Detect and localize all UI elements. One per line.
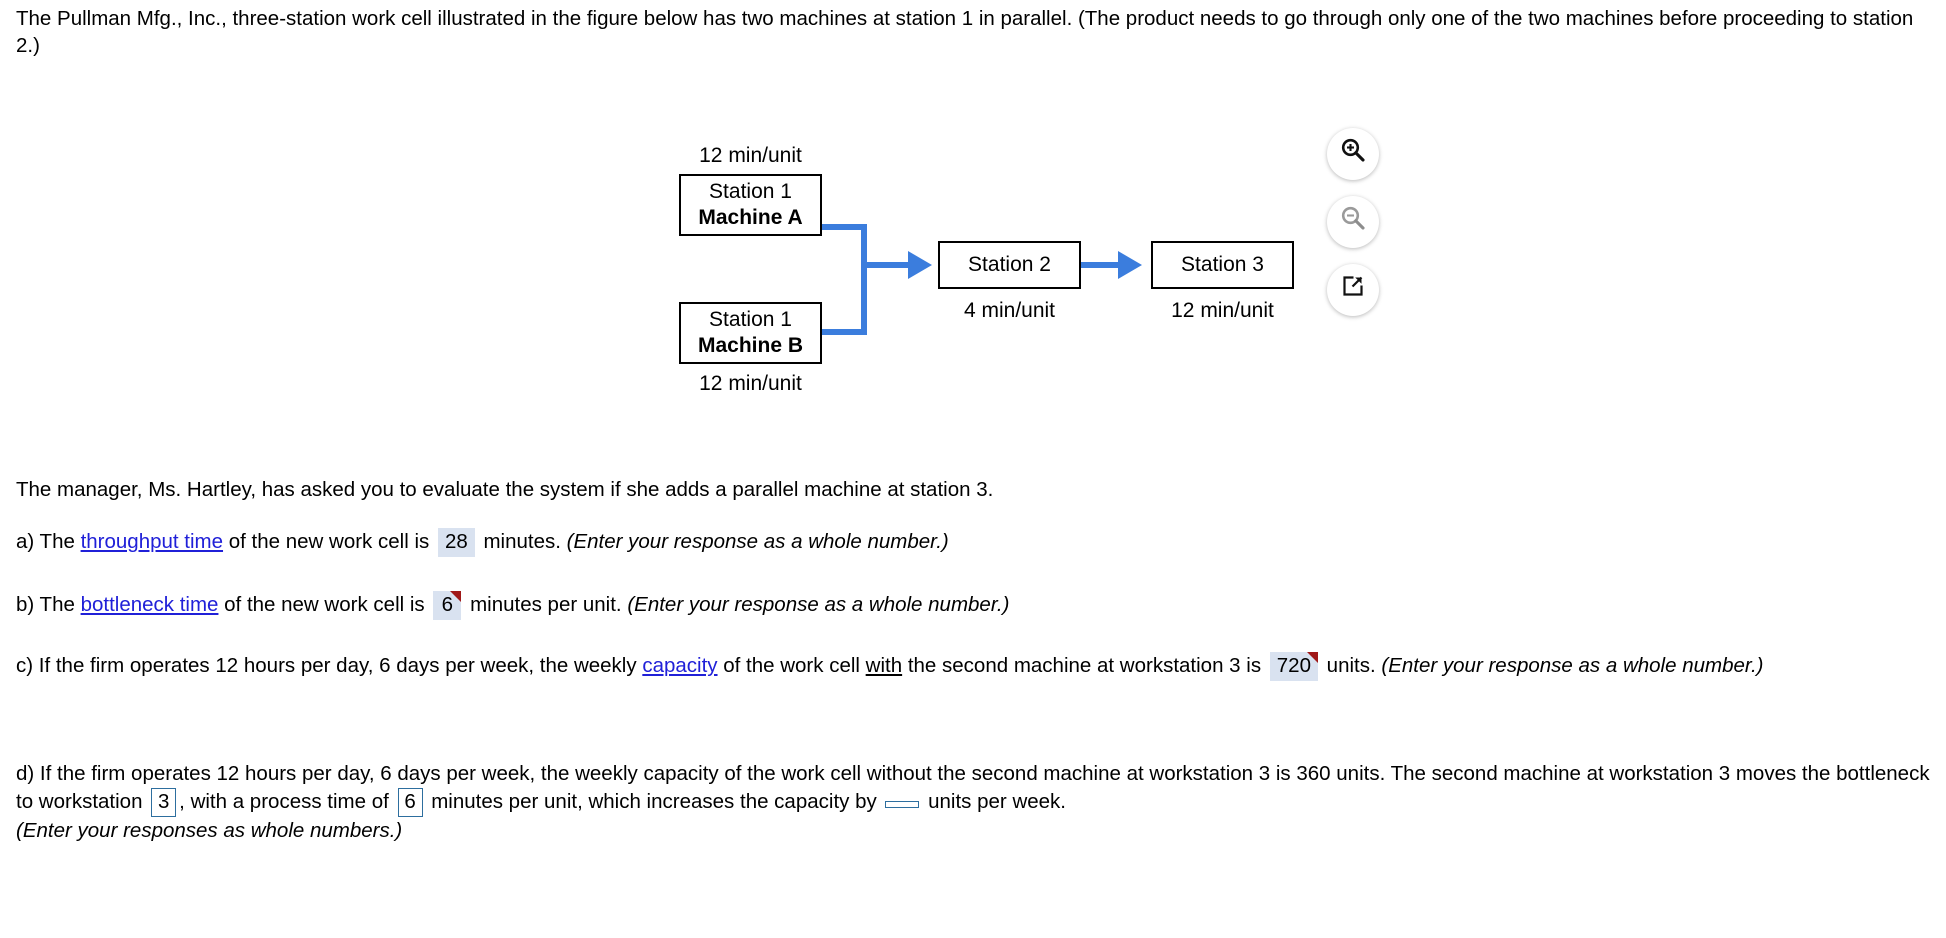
part-c-prefix: c) If the firm operates 12 hours per day…: [16, 654, 643, 677]
machine-b-caption: 12 min/unit: [699, 372, 802, 395]
station-2-caption: 4 min/unit: [963, 299, 1056, 322]
part-a-middle: of the new work cell is: [223, 530, 435, 553]
node-title: Station 2: [968, 253, 1051, 277]
capacity-link[interactable]: capacity: [642, 654, 718, 677]
node-subtitle: Machine A: [698, 206, 803, 229]
connector-machine-a-stub: [820, 224, 867, 230]
part-d-text-2: , with a process time of: [179, 789, 395, 813]
figure-toolbar: [1327, 128, 1385, 332]
part-a-prefix: a) The: [16, 530, 81, 553]
part-c-emphasis: with: [865, 654, 903, 677]
part-c-answer-box[interactable]: 720: [1269, 652, 1319, 681]
part-a-hint: (Enter your response as a whole number.): [566, 530, 949, 553]
part-d-station-input[interactable]: 3: [151, 787, 177, 817]
manager-note-text: The manager, Ms. Hartley, has asked you …: [16, 478, 994, 501]
part-a-suffix: minutes.: [477, 530, 567, 553]
node-station1-machine-b: Station 1 Machine B: [679, 302, 822, 364]
zoom-in-icon: [1340, 137, 1366, 171]
node-station-2: Station 2: [938, 241, 1081, 289]
part-c-middle-2: the second machine at workstation 3 is: [902, 654, 1267, 677]
zoom-out-button[interactable]: [1327, 196, 1379, 248]
node-title: Station 1: [709, 308, 792, 332]
part-b-answer-box[interactable]: 6: [433, 591, 462, 620]
zoom-out-icon: [1340, 205, 1366, 239]
connector-bus-to-station-2: [861, 262, 911, 268]
node-title: Station 1: [709, 180, 792, 204]
part-c-hint: (Enter your response as a whole number.): [1381, 654, 1764, 677]
arrowhead-into-station-2: [908, 251, 932, 279]
open-in-new-window-icon: [1340, 273, 1366, 307]
connector-merge-bus: [861, 224, 867, 335]
part-a: a) The throughput time of the new work c…: [16, 528, 1896, 557]
throughput-time-link[interactable]: throughput time: [80, 530, 224, 553]
part-d: d) If the firm operates 12 hours per day…: [16, 760, 1936, 844]
part-d-process-time-input[interactable]: 6: [397, 787, 423, 817]
part-d-text-1: d) If the firm operates 12 hours per day…: [16, 762, 1930, 813]
part-b: b) The bottleneck time of the new work c…: [16, 591, 1896, 620]
node-subtitle: Machine B: [697, 334, 804, 357]
part-d-hint: (Enter your responses as whole numbers.): [16, 818, 403, 842]
part-c-suffix: units.: [1320, 654, 1382, 677]
part-c: c) If the firm operates 12 hours per day…: [16, 652, 1916, 681]
part-b-middle: of the new work cell is: [218, 593, 431, 616]
station-3-caption: 12 min/unit: [1171, 299, 1274, 322]
node-station-3: Station 3: [1151, 241, 1294, 289]
part-a-answer-box[interactable]: 28: [437, 528, 475, 557]
part-d-capacity-increase-input[interactable]: [885, 800, 920, 808]
part-b-hint: (Enter your response as a whole number.): [627, 593, 1010, 616]
connector-machine-b-stub: [820, 329, 867, 335]
bottleneck-time-link[interactable]: bottleneck time: [80, 593, 219, 616]
machine-a-caption: 12 min/unit: [699, 144, 802, 167]
part-d-text-3: minutes per unit, which increases the ca…: [425, 789, 883, 813]
node-title: Station 3: [1181, 253, 1264, 277]
connector-station-2-to-station-3: [1081, 262, 1121, 268]
part-b-prefix: b) The: [16, 593, 81, 616]
work-cell-diagram: 12 min/unit 12 min/unit 4 min/unit 12 mi…: [0, 64, 1946, 395]
open-in-new-window-button[interactable]: [1327, 264, 1379, 316]
problem-intro-text: The Pullman Mfg., Inc., three-station wo…: [16, 7, 1914, 58]
arrowhead-into-station-3: [1118, 251, 1142, 279]
part-b-suffix: minutes per unit.: [464, 593, 628, 616]
zoom-in-button[interactable]: [1327, 128, 1379, 180]
part-c-middle-1: of the work cell: [717, 654, 866, 677]
node-station1-machine-a: Station 1 Machine A: [679, 174, 822, 236]
part-d-text-4: units per week.: [922, 789, 1067, 813]
